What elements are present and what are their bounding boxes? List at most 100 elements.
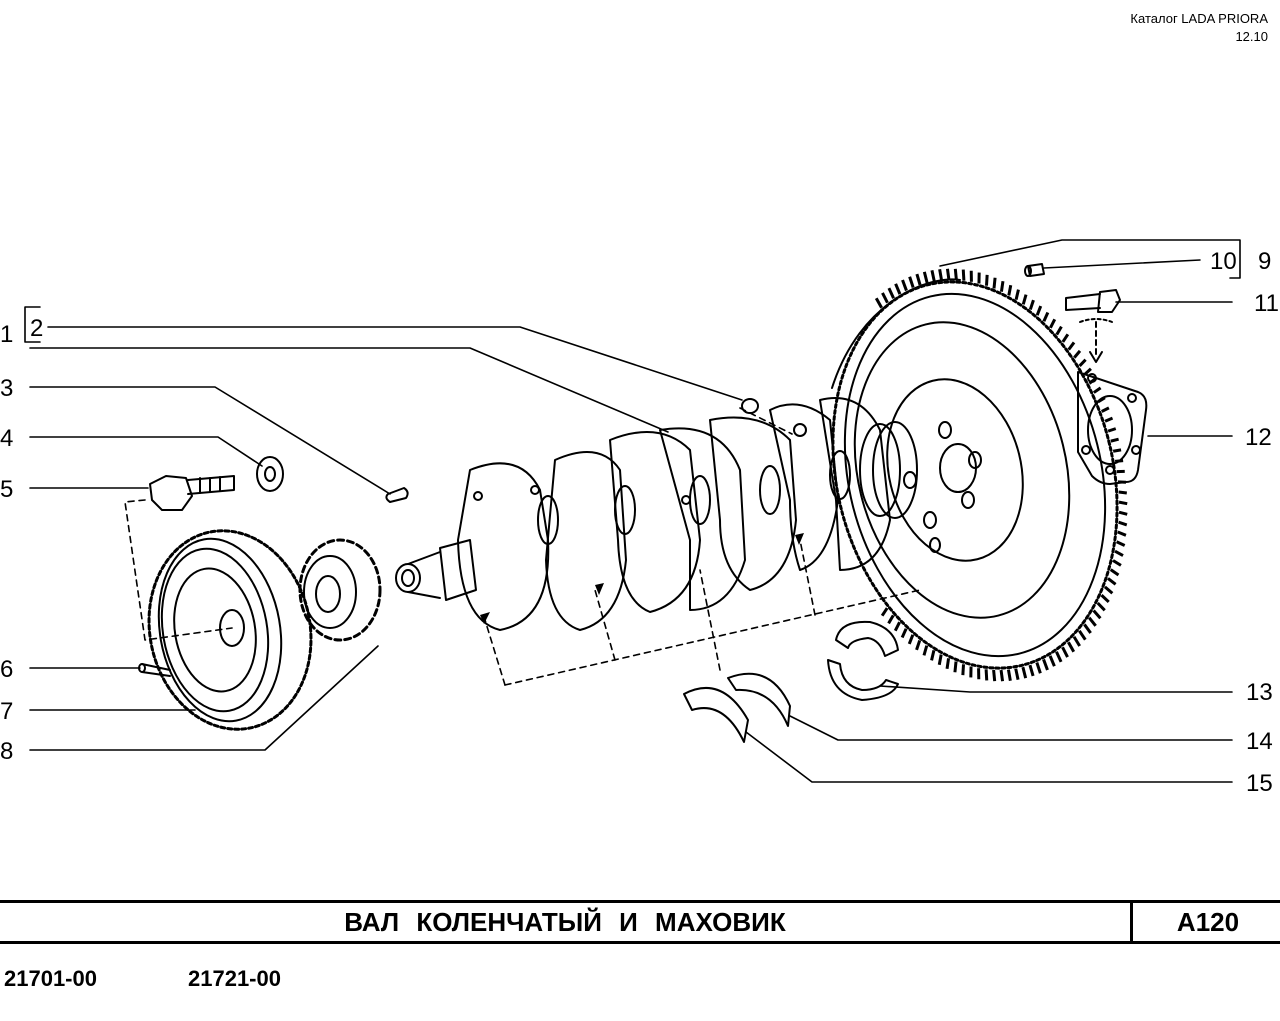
gear-tooth [1072,635,1081,647]
gear-tooth [945,658,951,670]
gear-tooth [937,654,943,666]
catalog-date: 12.10 [1235,29,1268,44]
section-code: A120 [1176,907,1240,937]
pulley [147,529,313,731]
gear-tooth [1049,318,1057,329]
gear-tooth [1042,658,1049,671]
gear-tooth [881,292,889,304]
callout-7: 7 [0,698,13,725]
gear-tooth [894,283,902,295]
gear-tooth [938,269,944,281]
callout-6: 6 [0,656,13,683]
gear-tooth [1014,668,1020,681]
crankshaft [395,397,918,631]
gear-tooth [1007,284,1013,296]
gear-tooth [961,664,966,676]
gear-tooth [1067,641,1076,653]
gear-tooth [1118,520,1128,527]
gear-tooth [1035,662,1042,674]
leader-lines [24,239,1241,783]
gear-tooth [1112,448,1122,453]
pulley-pin [138,663,171,677]
gear-tooth [1028,664,1035,677]
flywheel [831,278,1119,670]
gear-tooth [1097,396,1106,404]
gear-tooth [1103,585,1114,595]
gear-tooth [1109,568,1120,577]
gear-tooth [1078,358,1087,367]
gear-tooth [1107,577,1117,586]
gear-tooth [992,277,997,289]
gear-tooth [953,268,958,281]
callout-9: 9 [1258,248,1271,275]
gear-tooth [1048,655,1056,667]
crankshaft-flywheel-diagram: 1 2 3 4 5 6 7 8 9 10 11 12 13 14 15 [0,239,1279,797]
callout-8: 8 [0,738,13,765]
flywheel-bolt [1065,289,1121,363]
gear-tooth [1067,341,1076,351]
callout-12: 12 [1245,424,1272,451]
callout-5: 5 [0,476,13,503]
gear-tooth [999,669,1005,682]
gear-tooth [1078,629,1087,641]
locating-pin [1024,263,1045,277]
gear-tooth [1104,416,1114,423]
callout-13: 13 [1246,679,1273,706]
gear-tooth [1118,490,1127,495]
gear-tooth [1107,427,1117,433]
gear-tooth [930,649,936,661]
timing-sprocket [298,538,382,642]
gear-tooth [887,287,895,299]
title-block: ВАЛ КОЛЕНЧАТЫЙ И МАХОВИК A120 [0,900,1280,944]
gear-tooth [922,645,929,656]
gear-tooth [880,607,889,617]
callout-15: 15 [1246,770,1273,797]
callout-14: 14 [1246,728,1273,755]
gear-tooth [1117,530,1127,537]
gear-tooth [1021,666,1028,679]
model-code-2: 21721-00 [188,966,281,991]
gear-tooth [1006,669,1012,681]
gear-tooth [984,274,989,286]
gear-tooth [1061,646,1069,658]
gear-tooth [992,669,997,682]
callout-11: 11 [1254,290,1279,317]
gear-tooth [1096,601,1106,612]
gear-tooth [1014,289,1020,301]
gear-tooth [1042,311,1050,322]
gear-tooth [1112,559,1122,567]
gear-tooth [1110,437,1119,443]
gear-tooth [887,614,895,625]
gear-tooth [961,269,966,281]
gear-tooth [1114,549,1124,557]
gear-tooth [1055,325,1063,336]
gear-tooth [1088,377,1097,385]
pulley-bolt [149,475,235,511]
gear-tooth [1083,367,1092,376]
gear-tooth [915,273,922,286]
gear-tooth [908,276,915,288]
gear-tooth [1087,616,1097,627]
catalog-title: Каталог LADA PRIORA [1130,11,1268,26]
gear-tooth [1055,651,1063,663]
callout-3: 3 [0,375,13,402]
gear-tooth [1021,294,1028,305]
model-code-1: 21701-00 [4,966,97,991]
gear-tooth [999,280,1005,292]
gear-tooth [1061,333,1070,343]
catalog-header: Каталог LADA PRIORA 12.10 [1130,10,1268,46]
main-bearing-shells [827,620,899,701]
gear-tooth [900,628,908,639]
gear-tooth [1115,540,1126,547]
gear-tooth [930,269,936,282]
key [385,487,409,503]
washer [256,456,284,492]
gear-tooth [953,661,958,673]
gear-tooth [1073,349,1082,359]
gear-tooth [1035,305,1043,316]
gear-tooth [1092,386,1102,394]
gear-tooth [1118,510,1128,516]
gear-tooth [945,268,951,281]
thrust-half-washers [683,672,791,743]
callout-4: 4 [0,425,13,452]
